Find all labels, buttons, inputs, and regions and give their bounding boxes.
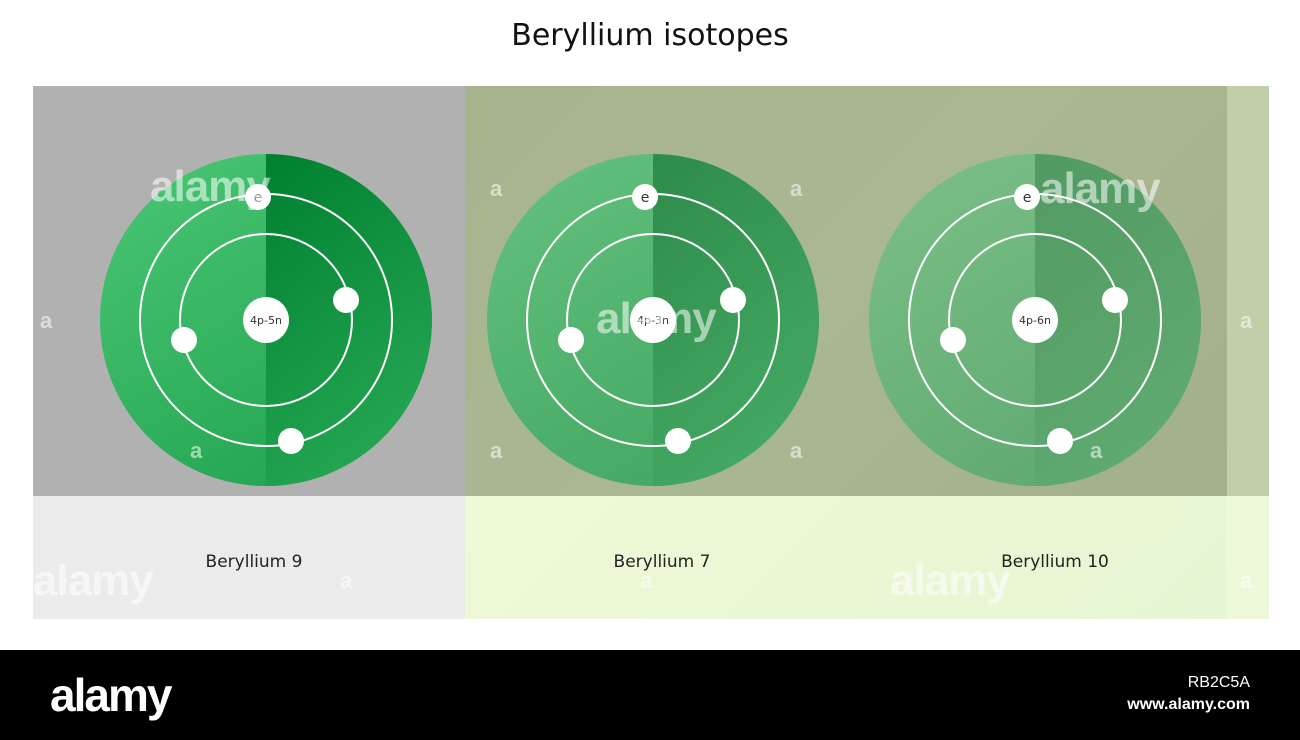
- electron: [720, 287, 746, 313]
- isotope-label: Beryllium 10: [1001, 552, 1109, 572]
- atom-diagram: 4p-3n e: [487, 154, 819, 486]
- atom-svg: 4p-3n e: [487, 154, 819, 486]
- footer-url: www.alamy.com: [1127, 696, 1250, 713]
- panel-bottom-2: [465, 496, 1227, 619]
- electron: [171, 327, 197, 353]
- electron: [665, 428, 691, 454]
- inner-orbit: [948, 233, 1122, 407]
- electron: [1047, 428, 1073, 454]
- panel-bottom-3: [1227, 496, 1269, 619]
- atom-diagram: 4p-5n e: [100, 154, 432, 486]
- image-id: RB2C5A: [1187, 674, 1250, 691]
- atom-svg: 4p-6n e: [869, 154, 1201, 486]
- nucleus: [243, 297, 289, 343]
- electron: [1102, 287, 1128, 313]
- electron: [940, 327, 966, 353]
- page-title: Beryllium isotopes: [511, 18, 789, 53]
- inner-orbit: [566, 233, 740, 407]
- inner-orbit: [179, 233, 353, 407]
- atom-shade: [266, 154, 432, 486]
- nucleus-label: 4p-3n: [637, 314, 669, 327]
- panel-bottom-1: [33, 496, 465, 619]
- atom-shade: [1035, 154, 1201, 486]
- atom-shade: [653, 154, 819, 486]
- electron-labeled: [632, 184, 658, 210]
- panel-top-3: [1227, 86, 1269, 496]
- electron-label: e: [1023, 190, 1032, 206]
- electron-labeled: [1014, 184, 1040, 210]
- nucleus-label: 4p-6n: [1019, 314, 1051, 327]
- electron: [558, 327, 584, 353]
- footer-bar: alamy RB2C5A www.alamy.com: [0, 650, 1300, 740]
- electron-label: e: [254, 190, 263, 206]
- isotope-label: Beryllium 9: [205, 552, 303, 572]
- nucleus-label: 4p-5n: [250, 314, 282, 327]
- nucleus: [630, 297, 676, 343]
- electron-label: e: [641, 190, 650, 206]
- electron: [333, 287, 359, 313]
- isotope-label: Beryllium 7: [613, 552, 711, 572]
- atom-diagram: 4p-6n e: [869, 154, 1201, 486]
- nucleus: [1012, 297, 1058, 343]
- footer-logo: alamy: [50, 669, 172, 721]
- atom-svg: 4p-5n e: [100, 154, 432, 486]
- electron: [278, 428, 304, 454]
- electron-labeled: [245, 184, 271, 210]
